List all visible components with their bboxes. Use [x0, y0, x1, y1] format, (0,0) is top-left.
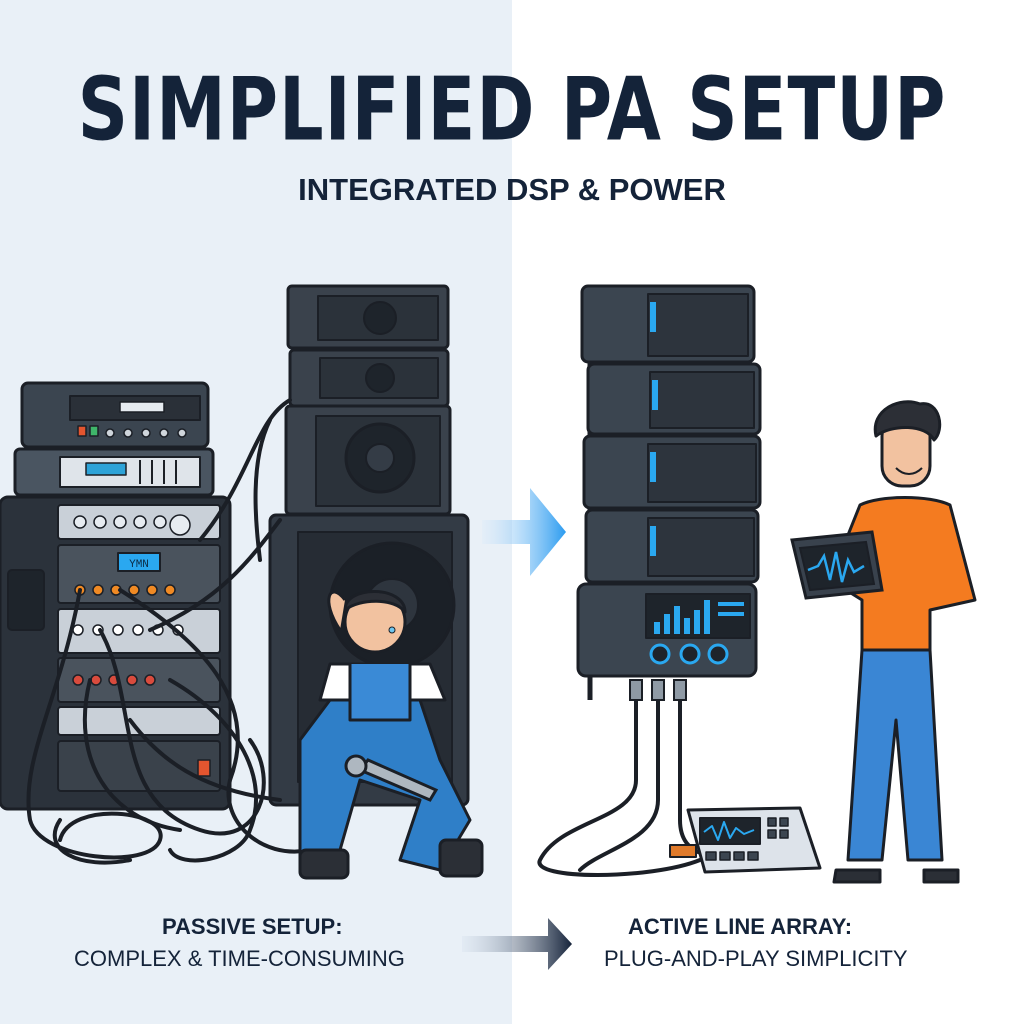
active-caption-heading: ACTIVE LINE ARRAY: — [628, 914, 853, 939]
connector-plugs — [629, 679, 687, 701]
tablet — [790, 530, 884, 600]
active-caption-text: PLUG-AND-PLAY SIMPLICITY — [604, 946, 908, 971]
stressed-technician — [298, 590, 484, 880]
page-title: SIMPLIFIED PA SETUP — [77, 58, 947, 161]
amp-display-readout: YMN — [129, 559, 149, 571]
wrench-icon — [344, 754, 439, 802]
digital-mixer — [669, 806, 822, 874]
page-subtitle: INTEGRATED DSP & POWER — [298, 172, 726, 207]
passive-caption-heading: PASSIVE SETUP: — [162, 914, 343, 939]
caption-arrow-icon — [462, 918, 572, 970]
transition-arrow-icon — [482, 488, 566, 576]
passive-caption-text: COMPLEX & TIME-CONSUMING — [74, 946, 405, 971]
active-line-array — [576, 284, 762, 700]
happy-user — [828, 400, 977, 884]
tangled-cables — [26, 398, 312, 865]
waveform-icon — [807, 551, 865, 583]
